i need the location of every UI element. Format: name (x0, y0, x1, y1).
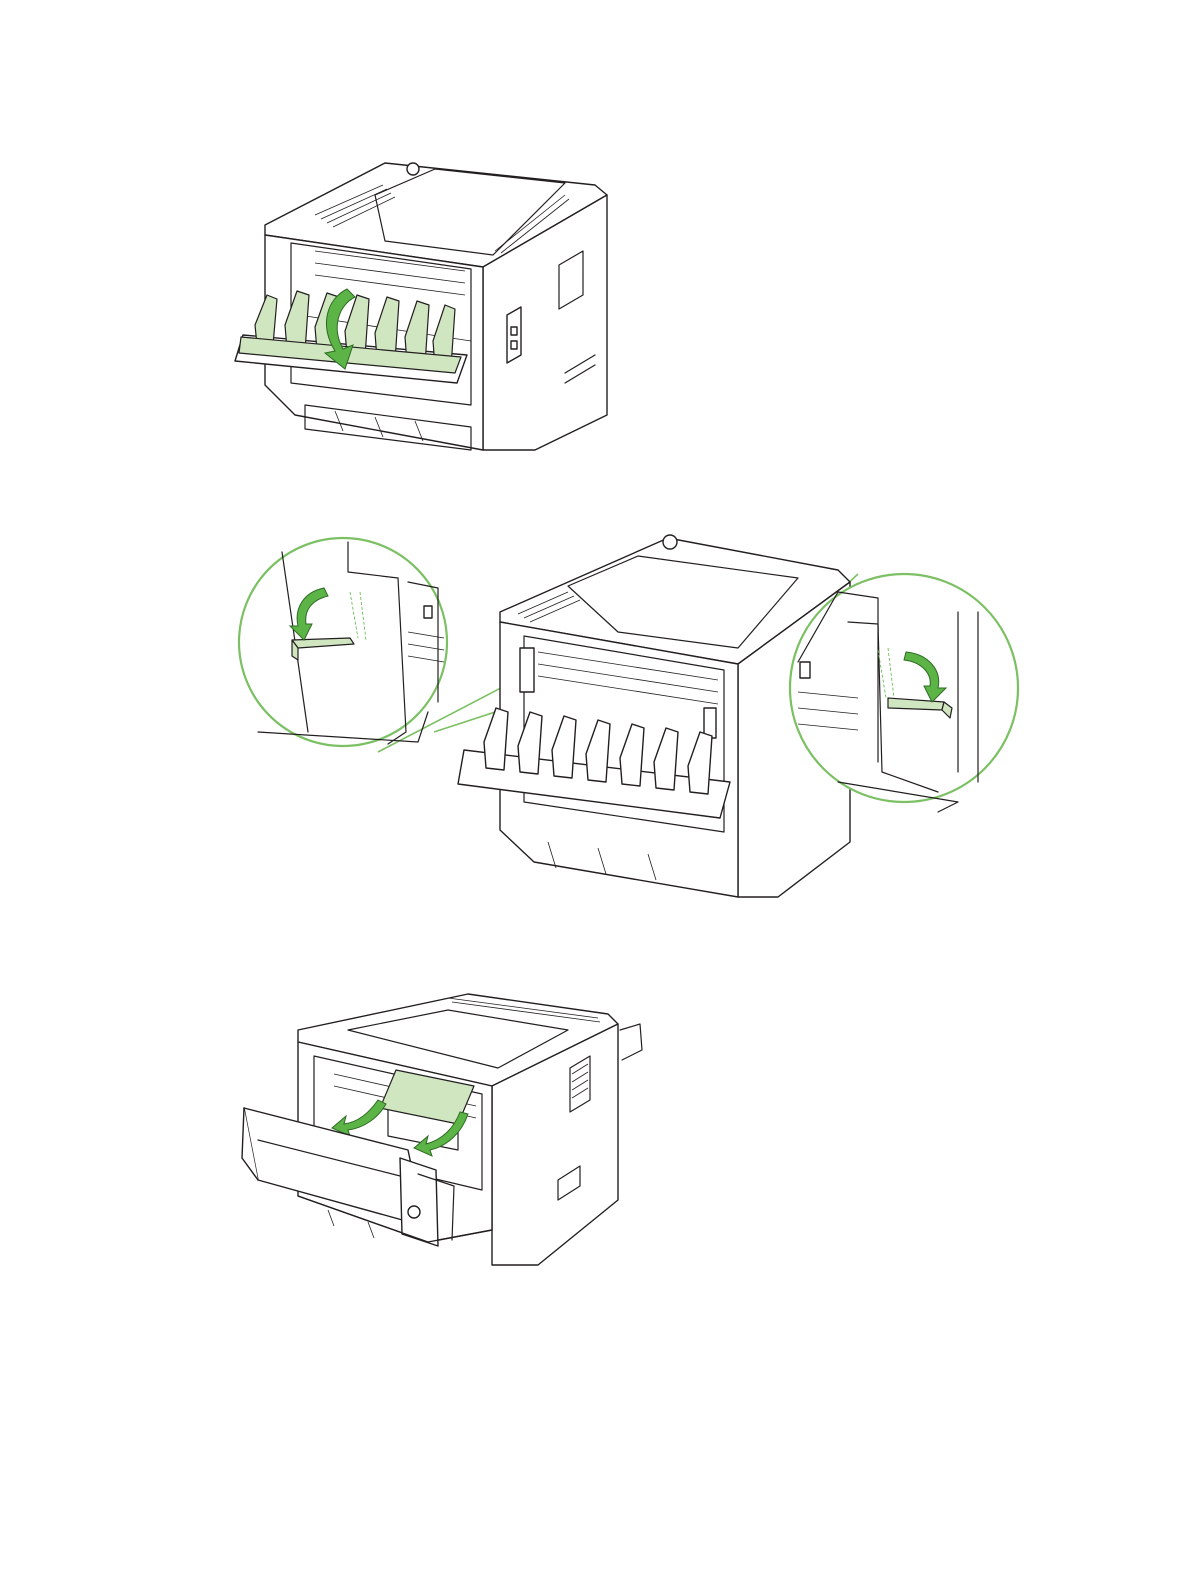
printer-rear-callouts-illustration (238, 512, 1008, 902)
printer-rear-illustration (235, 155, 625, 455)
left-callout-magnifier (239, 538, 447, 746)
figure-2-green-tabs (238, 512, 1008, 902)
printer-front-illustration (238, 990, 648, 1275)
figure-1-rear-door-open (235, 155, 625, 455)
figure-3-front-paper-removal (238, 990, 648, 1275)
